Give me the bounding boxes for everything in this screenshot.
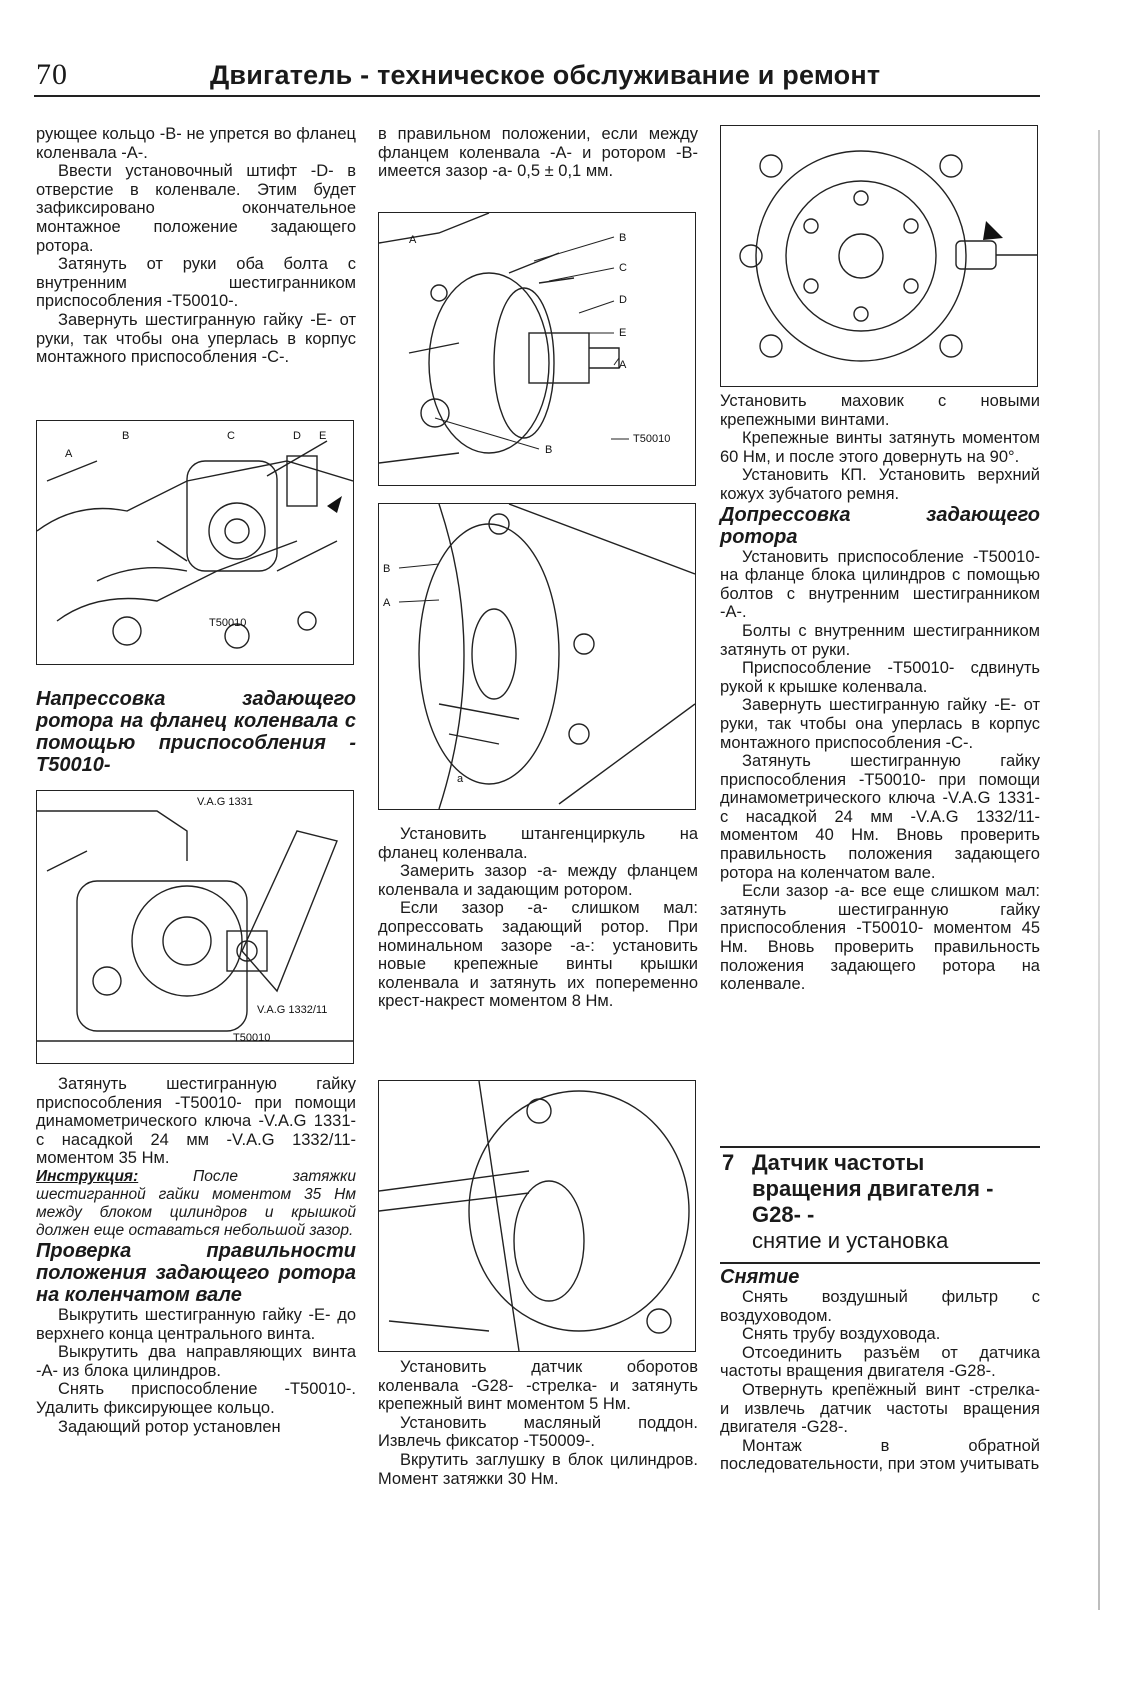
paragraph: Выкрутить шестигранную гайку -Е- до верх… bbox=[36, 1305, 356, 1343]
label-gap-a: a bbox=[457, 773, 464, 785]
paragraph: Установить приспособление -T50010- на фл… bbox=[720, 547, 1040, 622]
paragraph: Завернуть шестигранную гайку -Е- от руки… bbox=[36, 310, 356, 367]
column-2-mid-text: Установить штангенциркуль на фланец коле… bbox=[378, 825, 698, 1011]
label-b-right: C bbox=[619, 262, 627, 274]
paragraph: Затянуть от руки оба болта с внутренним … bbox=[36, 255, 356, 311]
paragraph: Крепежные винты затянуть моментом 60 Нм,… bbox=[720, 429, 1040, 466]
gap-measurement-drawing: B A a bbox=[383, 504, 695, 809]
column-2-lower-text: Установить датчик оборотов коленвала -G2… bbox=[378, 1358, 698, 1488]
label-a: A bbox=[409, 234, 417, 246]
label-a-right: B bbox=[619, 232, 626, 244]
label-t50010: T50010 bbox=[233, 1032, 270, 1044]
paragraph: Отсоединить разъём от датчика частоты вр… bbox=[720, 1343, 1040, 1381]
figure-tool-exploded: A B C D E A B T50010 bbox=[378, 212, 696, 486]
paragraph: Вкрутить заглушку в блок цилиндров. Моме… bbox=[378, 1450, 698, 1488]
section-heading: Проверка правильности положения задающег… bbox=[36, 1239, 356, 1306]
label-e-right: A bbox=[619, 359, 627, 371]
paragraph: рующее кольцо -В- не упрется во фланец к… bbox=[36, 125, 356, 162]
paragraph: Установить маховик с новыми крепежными в… bbox=[720, 392, 1040, 429]
label-c: C bbox=[227, 430, 235, 442]
note-text: После затяжки шестигранной гайки моменто… bbox=[36, 1167, 356, 1239]
figure-tool-installed: B C D E A T50010 bbox=[36, 420, 354, 665]
tool-exploded-drawing: A B C D E A B T50010 bbox=[379, 213, 670, 464]
figure-gap-measurement: B A a bbox=[378, 503, 696, 810]
label-b: B bbox=[383, 563, 390, 575]
paragraph: Установить штангенциркуль на фланец коле… bbox=[378, 825, 698, 862]
paragraph: Выкрутить два направляющих винта -А- из … bbox=[36, 1343, 356, 1380]
paragraph: Если зазор -а- все еще слишком мал: затя… bbox=[720, 882, 1040, 994]
section-heading: Допрессовка задающего ротора bbox=[720, 503, 1040, 548]
paragraph: Снять трубу воздуховода. bbox=[742, 1325, 941, 1344]
column-3-text: Установить маховик с новыми крепежными в… bbox=[720, 392, 1040, 994]
section-rule-top bbox=[720, 1146, 1040, 1148]
paragraph: Затянуть шестигранную гайку приспособлен… bbox=[720, 752, 1040, 882]
page-number: 70 bbox=[36, 58, 68, 91]
scan-edge-artifact bbox=[1098, 130, 1100, 1610]
column-1-top-text: рующее кольцо -В- не упрется во фланец к… bbox=[36, 125, 356, 367]
paragraph: Замерить зазор -а- между фланцем коленва… bbox=[378, 862, 698, 899]
paragraph: Если зазор -а- слишком мал: допрессовать… bbox=[378, 899, 698, 1011]
instruction-note: Инструкция: После затяжки шестигранной г… bbox=[36, 1168, 356, 1240]
figure-crankshaft-flange bbox=[720, 125, 1038, 387]
label-a: A bbox=[65, 448, 73, 460]
paragraph: Монтаж в обратной последовательности, пр… bbox=[720, 1436, 1040, 1474]
note-label: Инструкция: bbox=[36, 1167, 139, 1185]
label-b-bottom: B bbox=[545, 444, 552, 456]
label-c-right: D bbox=[619, 294, 627, 306]
paragraph: Установить датчик оборотов коленвала -G2… bbox=[378, 1358, 698, 1414]
section-heading: Снятие bbox=[720, 1266, 800, 1288]
column-1-lower-text: Затянуть шестигранную гайку приспособлен… bbox=[36, 1075, 356, 1436]
paragraph: Приспособление -T50010- сдвинуть рукой к… bbox=[720, 659, 1040, 696]
label-b: B bbox=[122, 430, 129, 442]
section-rule-bottom bbox=[720, 1262, 1040, 1264]
paragraph: в правильном положении, если между фланц… bbox=[378, 125, 698, 181]
tool-installed-drawing: B C D E A T50010 bbox=[37, 430, 353, 649]
label-a: A bbox=[383, 597, 391, 609]
section-title: Датчик частоты вращения двигателя -G28- … bbox=[752, 1150, 994, 1227]
paragraph: Завернуть шестигранную гайку -Е- от руки… bbox=[720, 696, 1040, 752]
paragraph: Снять приспособление -T50010-. Удалить ф… bbox=[36, 1380, 356, 1417]
section-subtitle: снятие и установка bbox=[752, 1228, 949, 1253]
paragraph: Установить масляный поддон. Извлечь фикс… bbox=[378, 1413, 698, 1451]
column-2-top-text: в правильном положении, если между фланц… bbox=[378, 125, 698, 181]
column-1-heading-1: Напрессовка задающего ротора на фланец к… bbox=[36, 688, 356, 776]
label-d-right: E bbox=[619, 327, 626, 339]
label-vag-1332: V.A.G 1332/11 bbox=[257, 1004, 327, 1016]
label-vag-1331: V.A.G 1331 bbox=[197, 796, 253, 808]
figure-speed-sensor bbox=[378, 1080, 696, 1352]
page-title: Двигатель - техническое обслуживание и р… bbox=[210, 60, 881, 90]
crankshaft-flange-drawing bbox=[739, 150, 1037, 362]
torque-wrench-drawing: V.A.G 1331 V.A.G 1332/11 T50010 bbox=[37, 796, 353, 1044]
paragraph: Болты с внутренним шестигранником затяну… bbox=[720, 621, 1040, 659]
section-number: 7 bbox=[722, 1150, 735, 1175]
label-d: D bbox=[293, 430, 301, 442]
figure-torque-wrench: V.A.G 1331 V.A.G 1332/11 T50010 bbox=[36, 790, 354, 1064]
paragraph: Ввести установочный штифт -D- в отверсти… bbox=[36, 162, 356, 255]
column-3-lower-text: Снятие Снять воздушный фильтр с воздухов… bbox=[720, 1266, 1040, 1474]
paragraph: Отвернуть крепёжный винт -стрелка- и изв… bbox=[720, 1380, 1040, 1437]
paragraph: Установить КП. Установить верхний кожух … bbox=[720, 466, 1040, 503]
label-t50010: T50010 bbox=[633, 433, 670, 445]
header-rule bbox=[34, 95, 1040, 97]
label-e: E bbox=[319, 430, 326, 442]
paragraph: Задающий ротор установлен bbox=[58, 1417, 281, 1436]
label-t50010: T50010 bbox=[209, 617, 246, 629]
speed-sensor-drawing bbox=[379, 1081, 690, 1351]
section-heading: Напрессовка задающего ротора на фланец к… bbox=[36, 688, 356, 776]
paragraph: Снять воздушный фильтр с воздуховодом. bbox=[720, 1288, 1040, 1325]
paragraph: Затянуть шестигранную гайку приспособлен… bbox=[36, 1075, 356, 1168]
